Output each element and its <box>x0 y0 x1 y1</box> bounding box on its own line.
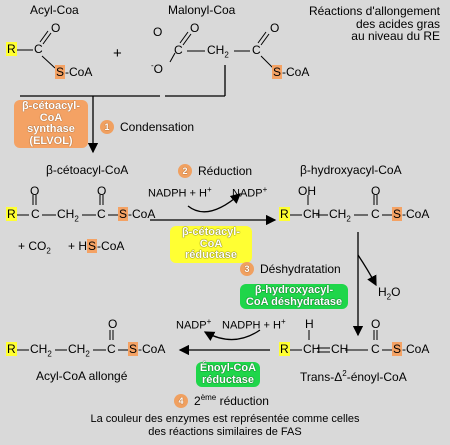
hydroxy-carbon: C <box>371 207 380 221</box>
step-number-badge: 2 <box>178 164 192 178</box>
step-label: 2ème réduction <box>194 393 269 408</box>
elong-r-group: R <box>6 342 17 356</box>
nadp-cofactor-1: NADP+ <box>232 185 268 200</box>
enoyl-ch2: CH <box>331 342 349 356</box>
malonyl-carboxylate: -O <box>151 61 164 76</box>
corner-title: Réactions d'allongement des acides gras … <box>309 5 440 43</box>
step-dehydration: 3 Déshydratation <box>240 262 341 276</box>
hydroxy-ch: CH <box>303 207 321 221</box>
keto-carbon1: C <box>31 207 40 221</box>
nadph-cofactor-1: NADPH + H+ <box>148 185 212 200</box>
enoyl-hydrogen: H <box>305 317 314 331</box>
enoyl-r-group: R <box>279 342 290 356</box>
footer-line2: des réactions similaires de FAS <box>148 425 302 438</box>
elongated-acyl-coa-title: Acyl-CoA allongé <box>36 369 128 383</box>
hydroxy-thioester: S-CoA <box>392 207 430 221</box>
keto-oxygen2: O <box>97 184 107 198</box>
enoyl-coa-reductase-enzyme: Énoyl-CoA réductase <box>196 362 260 388</box>
malonyl-coa-title: Malonyl-Coa <box>168 3 236 17</box>
step-label: Réduction <box>198 164 253 178</box>
elong-ch2-2: CH2 <box>68 342 90 359</box>
elong-thioester: S-CoA <box>128 342 166 356</box>
enoyl-ch1: CH <box>303 342 321 356</box>
malonyl-carbon1: C <box>174 43 183 57</box>
nadph-cofactor-2: NADPH + H+ <box>222 317 286 332</box>
nadp-cofactor-2: NADP+ <box>176 317 212 332</box>
acyl-carbon: C <box>34 42 43 56</box>
corner-title-line3: au niveau du RE <box>351 29 440 44</box>
step-number-badge: 1 <box>100 120 114 134</box>
step-condensation: 1 Condensation <box>100 120 194 134</box>
hydroxy-r-group: R <box>279 207 290 221</box>
acyl-thioester: S-CoA <box>55 65 93 79</box>
acyl-coa-title: Acyl-Coa <box>30 3 79 17</box>
co2-product: + CO2 <box>18 239 51 256</box>
elong-ch2-1: CH2 <box>30 342 52 359</box>
step-label: Déshydratation <box>260 262 341 276</box>
plus-sign: + <box>113 45 122 62</box>
keto-carbon2: C <box>97 207 106 221</box>
enoyl-carbon: C <box>371 342 380 356</box>
enoyl-oxygen: O <box>371 317 381 331</box>
enoyl-coa-title: Trans-Δ2-énoyl-CoA <box>300 369 407 384</box>
hydroxyacyl-coa-dehydratase-enzyme: β-hydroxyacyl- CoA déshydratase <box>240 284 348 310</box>
footer-line1: La couleur des enzymes est représentée c… <box>90 413 360 425</box>
keto-thioester: S-CoA <box>118 207 156 221</box>
hydroxyacyl-coa-title: β-hydroxyacyl-CoA <box>300 163 402 177</box>
water-product: H2O <box>378 285 401 302</box>
step-number-badge: 3 <box>240 262 254 276</box>
keto-ch2: CH2 <box>57 207 79 224</box>
malonyl-oxygen1: O <box>190 21 200 35</box>
malonyl-oxygen2: O <box>270 21 280 35</box>
acyl-r-group: R <box>6 42 17 56</box>
corner-title-line1: Réactions d'allongement <box>308 4 440 18</box>
step-reduction: 2 Réduction <box>178 164 252 178</box>
malonyl-oxygen-minus: O <box>153 25 163 39</box>
acyl-oxygen: O <box>51 21 61 35</box>
hydroxy-oh: OH <box>298 184 316 198</box>
malonyl-ch2: CH2 <box>207 43 229 60</box>
ketoacyl-coa-reductase-enzyme: β-cétoacyl- CoA réductase <box>170 226 252 263</box>
hs-coa-product: + HS-CoA <box>68 239 125 253</box>
ketoacyl-coa-synthase-enzyme: β-cétoacyl- CoA synthase (ELVOL) <box>14 100 88 149</box>
hydroxy-ch2: CH2 <box>329 207 351 224</box>
step-label: Condensation <box>120 120 195 134</box>
keto-r-group: R <box>6 207 17 221</box>
malonyl-thioester: S-CoA <box>272 65 310 79</box>
step-number-badge: 4 <box>174 393 188 408</box>
keto-oxygen1: O <box>30 184 40 198</box>
step-second-reduction: 4 2ème réduction <box>174 393 269 408</box>
malonyl-carbon2: C <box>252 43 261 57</box>
footer-note: La couleur des enzymes est représentée c… <box>0 413 450 438</box>
ketoacyl-coa-title: β-cétoacyl-CoA <box>46 163 129 177</box>
corner-title-line2: des acides gras <box>355 16 440 31</box>
elong-oxygen: O <box>108 317 118 331</box>
hydroxy-oxygen: O <box>371 184 381 198</box>
elong-carbon: C <box>107 342 116 356</box>
enoyl-thioester: S-CoA <box>392 342 430 356</box>
